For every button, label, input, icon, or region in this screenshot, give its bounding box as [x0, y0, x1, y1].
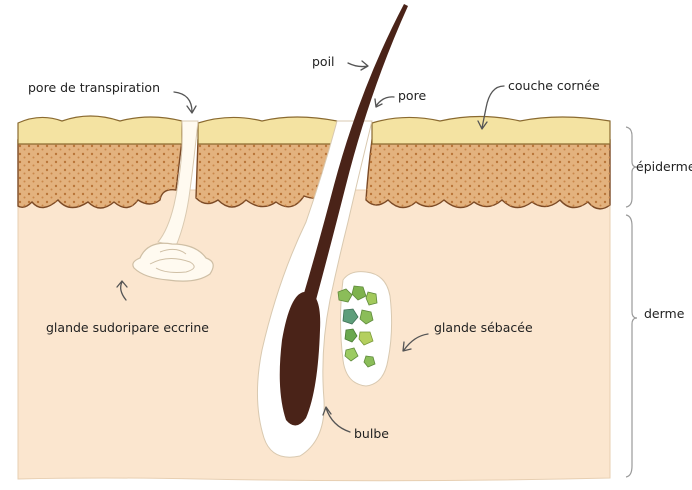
label-glande-sudoripare: glande sudoripare eccrine: [46, 320, 209, 335]
arrow-pore: [375, 97, 394, 107]
label-derme: derme: [644, 306, 685, 321]
label-bulbe: bulbe: [354, 426, 389, 441]
label-couche-cornee: couche cornée: [508, 78, 600, 93]
label-poil: poil: [312, 54, 335, 69]
arrow-pore-transpiration: [174, 92, 196, 113]
label-pore: pore: [398, 88, 426, 103]
label-epiderme: épiderme: [636, 159, 692, 174]
sebaceous-gland: [338, 272, 392, 386]
label-pore-transpiration: pore de transpiration: [28, 80, 160, 95]
derme-bracket: [626, 215, 637, 477]
arrow-poil: [348, 61, 368, 70]
stratum-corneum: [18, 116, 610, 144]
layer-brackets: [626, 127, 637, 477]
label-glande-sebacee: glande sébacée: [434, 320, 533, 335]
